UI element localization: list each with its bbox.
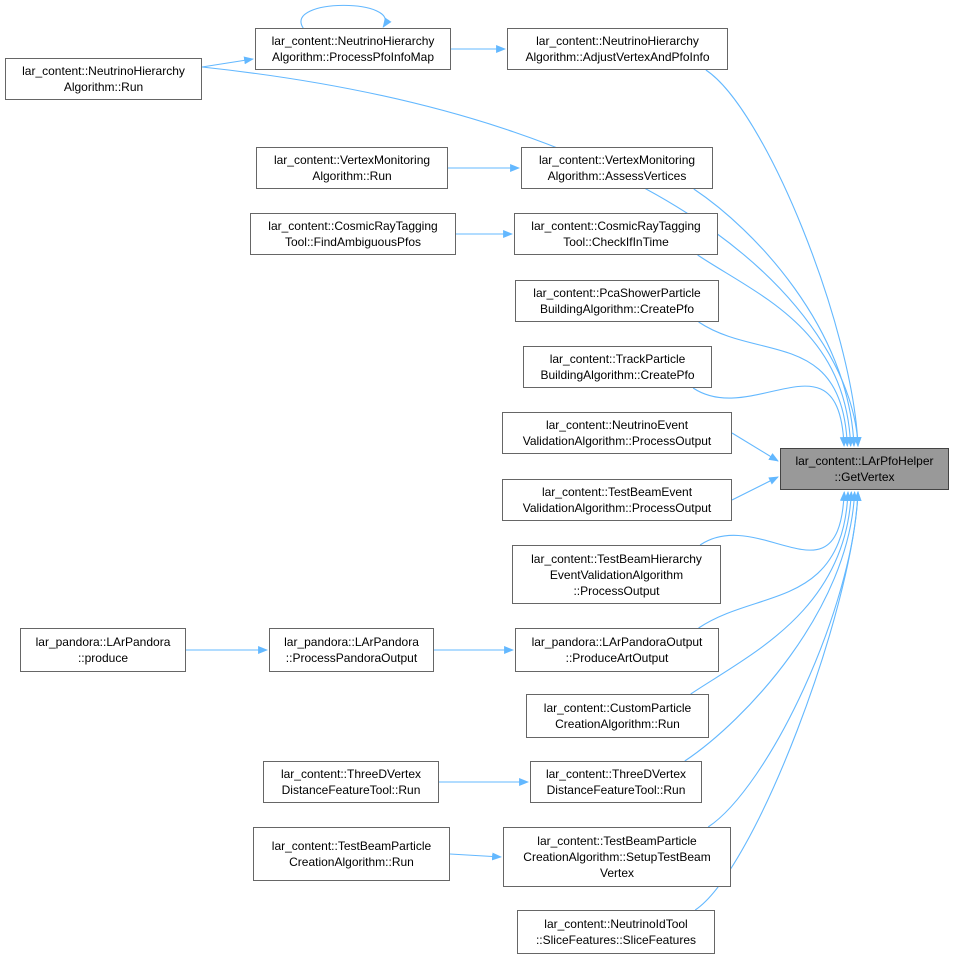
node-label-line: ::ProduceArtOutput [565,651,669,665]
node-label-line: ::produce [77,651,129,665]
node-label-line: BuildingAlgorithm::CreatePfo [539,302,695,316]
node-label-line: lar_content::NeutrinoHierarchy [271,34,435,48]
node-label-line: lar_content::TestBeamEvent [541,485,693,499]
edge-crt-cit-to-target [697,254,855,447]
node-label-line: DistanceFeatureTool::Run [281,783,421,797]
node-label-line: CreationAlgorithm::SetupTestBeam [523,850,711,864]
node-label-line: lar_content::NeutrinoHierarchy [536,34,699,48]
node-label-line: lar_content::NeutrinoEvent [545,418,689,432]
node-label-line: ::ProcessOutput [573,583,660,598]
edge-tbpc-run-to-tbpc-stbv [449,852,502,861]
node-label-line: lar_content::CustomParticle [543,701,692,715]
node-label-line: lar_content::TestBeamHierarchy [531,551,702,566]
node-label-line: lar_content::LArPfoHelper [795,454,934,468]
node-label-line: Algorithm::AssessVertices [547,169,687,183]
edge-nha-avpi-to-target [705,69,862,447]
edge-tbhev-to-target [699,491,848,551]
target-node[interactable]: lar_content::LArPfoHelper::GetVertex [780,448,949,490]
node-label-line: Tool::FindAmbiguousPfos [284,235,422,249]
edge-pcasb-to-target [698,321,851,447]
caller-node-lpo-pao[interactable]: lar_pandora::LArPandoraOutput::ProduceAr… [515,628,719,672]
node-label-line: lar_content::ThreeDVertex [280,767,422,781]
node-label-line: lar_content::VertexMonitoring [538,153,696,167]
node-label-line: ::GetVertex [834,470,895,484]
node-label-line: Tool::CheckIfInTime [563,235,669,249]
edge-nev-to-target [731,432,779,462]
edge-vma-av-to-target [693,188,858,447]
node-label-line: Algorithm::AdjustVertexAndPfoInfo [525,50,710,64]
node-label-line: lar_content::TestBeamParticle [537,834,697,848]
node-label-line: lar_content::CosmicRayTagging [531,219,701,233]
node-label-line: lar_content::NeutrinoIdTool [544,917,688,931]
node-label-line: lar_content::VertexMonitoring [273,153,431,167]
edge-tbpc-stbv-to-target [707,491,862,828]
node-label-line: BuildingAlgorithm::CreatePfo [540,368,695,382]
node-label-line: lar_content::PcaShowerParticle [533,286,701,300]
node-label-line: CreationAlgorithm::Run [289,855,414,869]
node-label-line: lar_content::ThreeDVertex [545,767,687,781]
caller-node-nit-sf[interactable]: lar_content::NeutrinoIdTool::SliceFeatur… [517,910,715,954]
edge-lpo-pao-to-target [698,491,852,629]
node-label-line: lar_content::CosmicRayTagging [268,219,438,233]
node-label-line: lar_content::NeutrinoHierarchy [22,64,185,78]
node-label-line: ::ProcessPandoraOutput [285,651,418,665]
caller-node-lp-ppo[interactable]: lar_pandora::LArPandora::ProcessPandoraO… [269,628,434,672]
caller-node-lp-produce[interactable]: lar_pandora::LArPandora::produce [20,628,186,672]
edge-tdv-b-to-target [684,491,859,762]
node-label-line: lar_pandora::LArPandora [284,635,419,649]
node-label-line: ::SliceFeatures::SliceFeatures [535,933,697,947]
edge-cpc-run-to-target [690,491,855,695]
node-label-line: lar_pandora::LArPandoraOutput [531,635,703,649]
node-label-line: DistanceFeatureTool::Run [546,783,686,797]
node-label-line: Vertex [599,866,635,880]
edge-tbev-to-target [731,476,779,501]
edge-trackpb-to-target [692,385,848,447]
node-label-line: lar_content::TrackParticle [549,352,686,366]
node-label-line: CreationAlgorithm::Run [555,717,680,731]
node-label-line: Algorithm::Run [312,169,392,183]
edge-nha-run-to-target [201,66,862,447]
node-label-line: Algorithm::Run [63,80,144,94]
node-label-line: Algorithm::ProcessPfoInfoMap [271,50,435,64]
node-label-line: ValidationAlgorithm::ProcessOutput [522,434,712,448]
edge-nha-ppim-to-nha-ppim [300,4,392,29]
edge-nha-run-to-nha-ppim [201,56,254,68]
node-label-line: lar_content::TestBeamParticle [271,839,432,853]
node-label-line: EventValidationAlgorithm [549,567,684,582]
node-label-line: lar_pandora::LArPandora [35,635,171,649]
node-label-line: ValidationAlgorithm::ProcessOutput [522,501,712,515]
